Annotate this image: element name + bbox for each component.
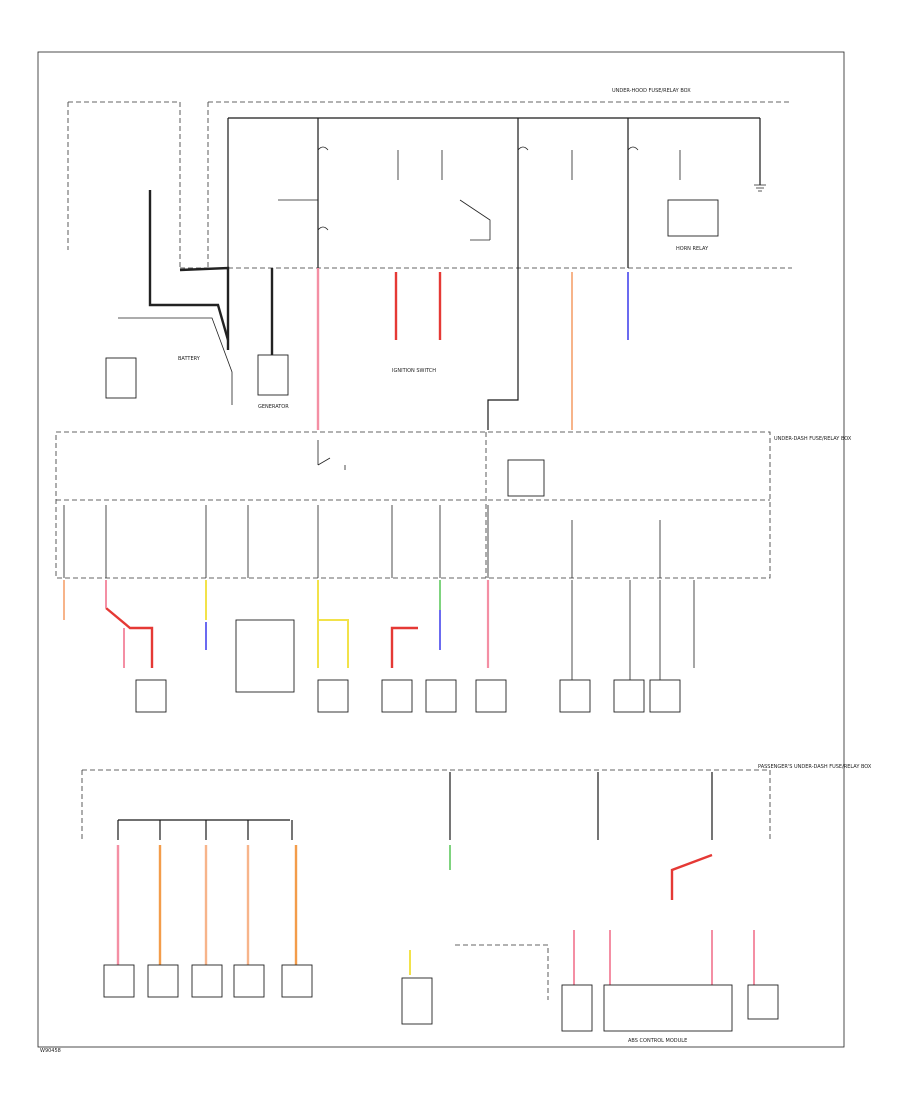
passenger-box-outline [81,769,771,840]
wire-black-mid [487,268,519,430]
wire-yellow-2 [317,580,349,668]
under-dash-box-label: UNDER-DASH FUSE/RELAY BOX [774,436,852,442]
under-dash-box [55,431,771,579]
main-bus [227,117,761,268]
wire-red-3 [390,626,418,668]
under-dash-relay [317,440,346,470]
components-row-2 [135,619,681,713]
horn-relay-label: HORN RELAY [676,246,709,252]
wire-pink-left [105,580,125,668]
fuse-row-top [278,146,681,241]
generator-box [257,354,289,396]
passenger-relay-dashed [455,944,549,1000]
diagram-frame [37,51,845,1048]
abs-control-module-label: ABS CONTROL MODULE [628,1038,687,1044]
components-row-3 [103,964,779,1032]
underhood-box-outline [180,101,792,269]
horn-relay-box [667,199,719,237]
ecm-dashed-box [67,101,181,268]
diagram-code: W90458 [40,1048,61,1054]
wire-red-4 [670,853,713,900]
generator-label: GENERATOR [258,404,289,410]
wire-red-left [105,607,154,668]
battery-feed [118,317,233,405]
lower-bus-left [117,819,293,840]
wire-black-right [571,580,695,680]
relay-box-inner [507,459,545,497]
underhood-box-label: UNDER-HOOD FUSE/RELAY BOX [612,88,691,94]
ignition-switch-label: IGNITION SWITCH [392,368,436,374]
wire-pink-6 [711,930,755,985]
ground-symbol-right [754,184,766,192]
ground-box-left [105,357,137,399]
lower-bus-right [449,772,713,840]
under-dash-fuse-taps [63,505,661,578]
passenger-box-label: PASSENGER'S UNDER-DASH FUSE/RELAY BOX [758,764,872,770]
battery-wire [179,266,230,350]
battery-label: BATTERY [178,356,201,362]
ecm-wire [148,190,230,341]
